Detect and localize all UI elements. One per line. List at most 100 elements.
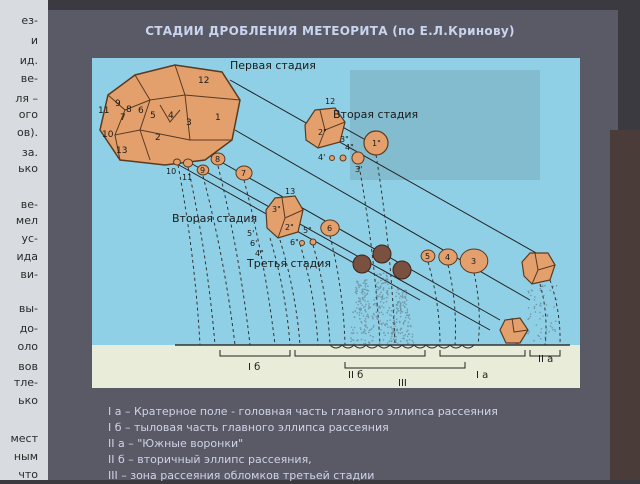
dust-dot xyxy=(387,332,390,334)
dust-dot xyxy=(406,314,409,317)
dust-dot xyxy=(395,307,398,309)
dust-dot xyxy=(407,316,410,319)
dust-dot xyxy=(371,315,374,318)
dust-dot xyxy=(403,301,406,303)
dust-dot xyxy=(386,279,388,282)
dust-dot xyxy=(363,343,365,345)
dust-dot xyxy=(406,311,409,314)
dust-dot xyxy=(378,311,381,314)
dust-dot xyxy=(366,289,368,291)
dust-dot xyxy=(397,308,399,310)
ground xyxy=(92,345,580,388)
fragment-rock xyxy=(210,152,226,166)
fall-trail xyxy=(217,165,251,346)
legend-item-3: III – зона рассеяния обломков третьей ст… xyxy=(108,469,375,482)
dust-dot xyxy=(402,323,405,325)
dust-dot xyxy=(534,296,536,298)
dust-dot xyxy=(387,283,389,286)
dust-dot xyxy=(380,279,382,282)
dust-dot xyxy=(527,307,530,309)
num-m6: 6' xyxy=(250,239,257,248)
dust-dot xyxy=(364,325,367,328)
dust-dot xyxy=(382,272,385,275)
num-m3: 3" xyxy=(272,205,281,214)
side-text-line: ус- xyxy=(21,232,38,245)
dust-dot xyxy=(408,333,410,335)
dust-dot xyxy=(404,312,407,314)
dust-dot xyxy=(352,331,355,334)
dust-dot xyxy=(380,291,382,294)
dust-dot xyxy=(403,337,405,340)
label-first-stage: Первая стадия xyxy=(230,59,316,72)
dust-dot xyxy=(379,320,382,322)
dust-dot xyxy=(529,313,532,316)
dust-dot xyxy=(379,307,382,309)
zone-labels: I б II б III I а II а xyxy=(248,354,553,389)
side-text-line: вов xyxy=(18,360,38,373)
dust-dot xyxy=(398,310,400,312)
dust-dot xyxy=(539,304,541,306)
dust-dot xyxy=(539,289,542,292)
dust-dot xyxy=(384,278,387,281)
fragment-number: 4 xyxy=(445,253,450,262)
dust-dot xyxy=(402,304,405,307)
dust-dot xyxy=(360,338,363,341)
dust-dot xyxy=(360,308,362,311)
dust-dot xyxy=(382,313,384,316)
dust-dot xyxy=(378,273,381,276)
dust-dot xyxy=(382,282,385,284)
dust-dot xyxy=(388,340,391,342)
dust-dot xyxy=(401,293,404,295)
dust-dot xyxy=(535,324,538,326)
zone-label-1a: I а xyxy=(476,370,488,381)
dust-dot xyxy=(362,315,365,317)
fall-trails xyxy=(177,154,561,346)
dust-dot xyxy=(379,301,382,303)
dust-dot xyxy=(545,340,547,342)
dust-dot xyxy=(555,285,558,287)
dust-dot xyxy=(406,310,409,312)
dust-dot xyxy=(409,318,411,320)
num-f11: 11 xyxy=(182,173,192,182)
dust-dot xyxy=(364,342,367,345)
second-stage-cluster-mid xyxy=(265,195,317,246)
dust-dot xyxy=(531,290,533,292)
dust-dot xyxy=(398,297,401,299)
dust-dot xyxy=(386,311,389,314)
num-c3pp: 3' xyxy=(355,165,362,174)
dust-dot xyxy=(380,311,383,314)
fall-trail xyxy=(447,264,457,346)
fragment-rock xyxy=(459,248,489,274)
dust-dot xyxy=(542,315,544,317)
num-c12: 12 xyxy=(325,97,335,106)
dust-dot xyxy=(393,315,395,317)
num-1: 1 xyxy=(215,113,221,123)
dust-dot xyxy=(400,303,402,305)
dust-dot xyxy=(380,282,383,285)
dust-dot xyxy=(381,294,384,296)
dust-dot xyxy=(375,288,378,291)
dust-dot xyxy=(366,313,369,316)
dust-dot xyxy=(528,317,530,320)
dust-dot xyxy=(380,323,383,325)
num-10: 10 xyxy=(102,130,114,140)
dust-dot xyxy=(391,328,393,330)
dust-dot xyxy=(359,297,361,300)
fall-trail xyxy=(312,244,331,346)
side-text-line: до- xyxy=(19,322,38,335)
dust-dot xyxy=(389,314,391,316)
dust-dot xyxy=(373,314,376,316)
side-page xyxy=(0,0,48,480)
num-m6p: 6" xyxy=(290,238,299,247)
dust-dot xyxy=(359,317,361,320)
dust-dot xyxy=(353,326,356,329)
zone-brackets xyxy=(219,350,561,369)
dust-dot xyxy=(357,282,359,285)
dust-dot xyxy=(381,295,384,298)
fall-trail xyxy=(473,272,480,346)
dust-dot xyxy=(399,309,402,312)
dust-dot xyxy=(388,307,391,309)
fall-trail xyxy=(549,279,561,346)
dust-dot xyxy=(363,288,365,291)
